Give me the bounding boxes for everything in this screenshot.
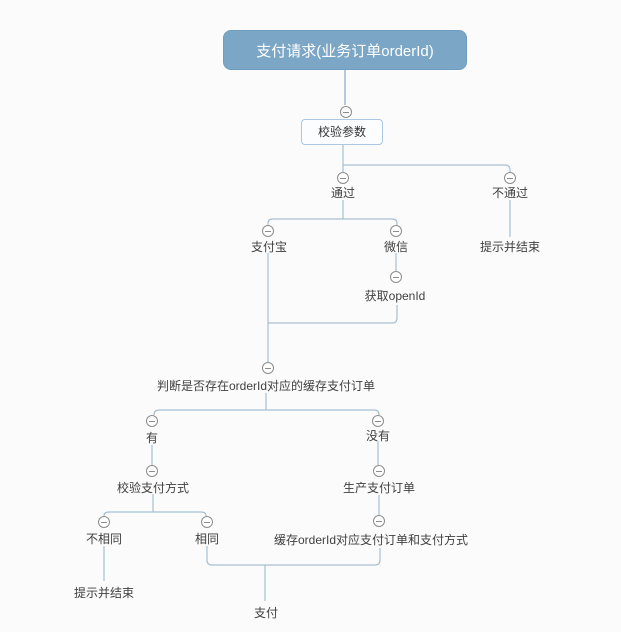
node-fail-end[interactable]: 提示并结束 xyxy=(479,240,541,254)
connectors xyxy=(103,70,511,601)
collapse-icon[interactable] xyxy=(262,225,274,237)
node-pass[interactable]: 通过 xyxy=(330,186,356,200)
node-cache-pay-order[interactable]: 缓存orderId对应支付订单和支付方式 xyxy=(273,533,469,547)
node-prompt-end[interactable]: 提示并结束 xyxy=(73,586,135,600)
collapse-icon[interactable] xyxy=(98,516,110,528)
node-verify-pay-method[interactable]: 校验支付方式 xyxy=(116,481,190,495)
collapse-icon[interactable] xyxy=(262,362,274,374)
node-alipay[interactable]: 支付宝 xyxy=(250,240,288,254)
collapse-icon[interactable] xyxy=(390,225,402,237)
collapse-icon[interactable] xyxy=(146,465,158,477)
node-create-pay-order[interactable]: 生产支付订单 xyxy=(342,481,416,495)
root-topic-payment-request[interactable]: 支付请求(业务订单orderId) xyxy=(223,30,467,70)
node-pay[interactable]: 支付 xyxy=(253,606,279,620)
node-different[interactable]: 不相同 xyxy=(85,532,123,546)
node-exists[interactable]: 有 xyxy=(145,431,159,445)
collapse-icon[interactable] xyxy=(373,465,385,477)
node-wechat[interactable]: 微信 xyxy=(383,240,409,254)
node-not-exists[interactable]: 没有 xyxy=(365,429,391,443)
collapse-icon[interactable] xyxy=(504,172,516,184)
collapse-icon[interactable] xyxy=(340,106,352,118)
collapse-icon[interactable] xyxy=(372,415,384,427)
collapse-icon[interactable] xyxy=(373,515,385,527)
node-judge-cached-order[interactable]: 判断是否存在orderId对应的缓存支付订单 xyxy=(156,379,376,393)
collapse-icon[interactable] xyxy=(146,415,158,427)
node-check-params[interactable]: 校验参数 xyxy=(300,119,384,145)
node-same[interactable]: 相同 xyxy=(194,532,220,546)
node-get-openid[interactable]: 获取openId xyxy=(364,289,426,303)
node-fail[interactable]: 不通过 xyxy=(491,186,529,200)
collapse-icon[interactable] xyxy=(390,271,402,283)
collapse-icon[interactable] xyxy=(201,516,213,528)
collapse-icon[interactable] xyxy=(337,172,349,184)
